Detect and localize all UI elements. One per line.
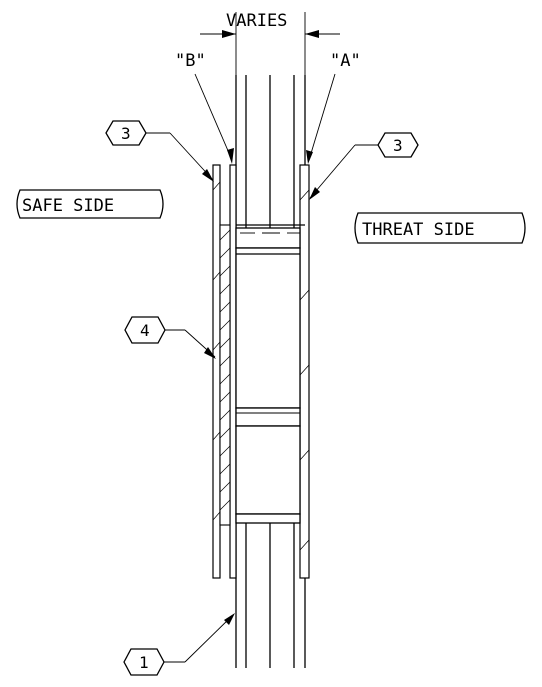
inner-cavity [235,247,301,409]
inner-block-middle [235,407,301,427]
callout-3-left-number: 3 [121,124,131,143]
face-labels: "B" "A" [175,51,361,164]
callout-4: 4 [124,316,216,359]
interlayer-panel [219,224,231,526]
callout-3-left: 3 [105,120,214,182]
face-b-label: "B" [175,51,206,71]
callout-4-number: 4 [140,321,150,340]
inner-block-upper [235,224,305,249]
callout-3-right-number: 3 [393,136,403,155]
safe-side-label: SAFE SIDE [16,189,164,219]
varies-label: VARIES [226,11,287,31]
callout-1: 1 [123,613,235,676]
threat-side-label: THREAT SIDE [354,212,526,244]
safe-side-inner-panel [229,164,237,579]
inner-cavity-lower [235,425,301,515]
safe-side-text: SAFE SIDE [22,196,114,216]
face-a-label: "A" [330,51,361,71]
callout-3-right: 3 [309,132,419,200]
threat-side-text: THREAT SIDE [362,220,475,240]
safe-side-outer-panel [212,164,221,579]
threat-side-panel [299,164,310,579]
inner-block-lower [235,513,301,524]
callout-1-number: 1 [139,653,149,672]
varies-dimension: VARIES [200,11,340,75]
